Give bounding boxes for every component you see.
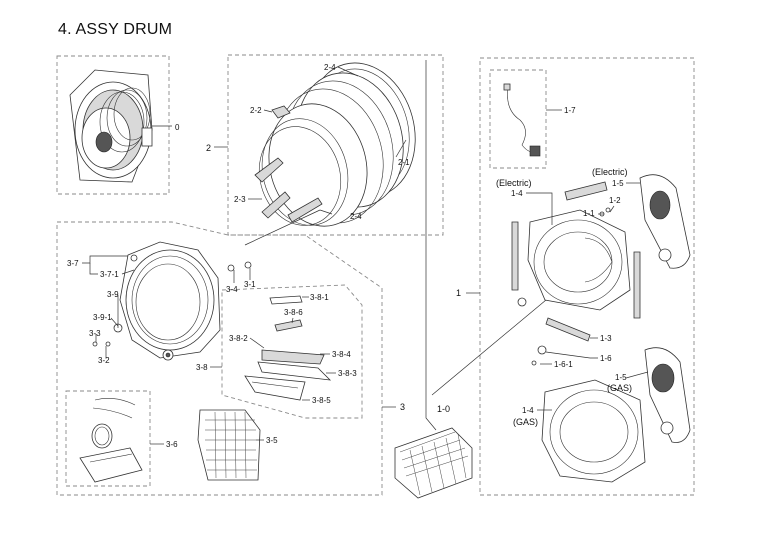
group-2-box [227, 54, 444, 236]
label-3-5: 3-5 [266, 436, 278, 445]
label-3-9: 3-9 [107, 290, 119, 299]
label-3-8-1: 3-8-1 [310, 293, 329, 302]
group-1-7-box [489, 69, 547, 169]
label-1-5-electric: 1-5 [612, 179, 624, 188]
lint-filter-part-1-0 [394, 427, 473, 499]
label-electric-right: (Electric) [592, 167, 628, 177]
front-panel-group-3 [79, 241, 332, 483]
assembly-0-box [56, 55, 170, 195]
label-1-6: 1-6 [600, 354, 612, 363]
group-1-box [479, 57, 695, 496]
group-3-8-box [221, 284, 363, 419]
label-gas-right: (GAS) [607, 383, 632, 393]
group-3-6-box [65, 390, 151, 487]
label-3-8-2: 3-8-2 [229, 334, 248, 343]
label-gas-left: (GAS) [513, 417, 538, 427]
label-1-5-gas: 1-5 [615, 373, 627, 382]
label-1-6-1: 1-6-1 [554, 360, 573, 369]
label-1-7: 1-7 [564, 106, 576, 115]
group-3-box [56, 221, 383, 496]
label-2: 2 [206, 143, 211, 153]
leader-lines [82, 60, 649, 445]
drum-rings-group-2 [254, 62, 416, 227]
label-0: 0 [175, 123, 180, 132]
label-2-4-top: 2-4 [324, 63, 336, 72]
label-electric-left: (Electric) [496, 178, 532, 188]
label-3-6: 3-6 [166, 440, 178, 449]
label-1-4-gas: 1-4 [522, 406, 534, 415]
label-3-7-1: 3-7-1 [100, 270, 119, 279]
label-1-4-electric: 1-4 [511, 189, 523, 198]
label-3-8-3: 3-8-3 [338, 369, 357, 378]
group-boxes [56, 54, 695, 496]
label-1-2: 1-2 [609, 196, 621, 205]
label-3-9-1: 3-9-1 [93, 313, 112, 322]
label-3-8: 3-8 [196, 363, 208, 372]
label-3-1: 3-1 [244, 280, 256, 289]
label-2-3: 2-3 [234, 195, 246, 204]
label-3-8-5: 3-8-5 [312, 396, 331, 405]
label-1-3: 1-3 [600, 334, 612, 343]
label-3-7: 3-7 [67, 259, 79, 268]
label-3-4: 3-4 [226, 285, 238, 294]
page-title: 4. ASSY DRUM [58, 21, 173, 38]
label-2-1: 2-1 [398, 158, 410, 167]
label-2-4-bottom: 2-4 [350, 212, 362, 221]
part-labels: 0 2 2-4 2-2 2-1 2-3 2-4 3-7 3-7-1 3-4 3-… [67, 63, 632, 449]
label-3-3: 3-3 [89, 329, 101, 338]
label-2-2: 2-2 [250, 106, 262, 115]
label-3-8-6: 3-8-6 [284, 308, 303, 317]
label-1: 1 [456, 288, 461, 298]
label-3: 3 [400, 402, 405, 412]
assembled-drum-part-0 [69, 69, 153, 183]
label-1-1: 1-1 [583, 209, 595, 218]
rear-panel-group-1 [503, 83, 691, 483]
label-3-8-4: 3-8-4 [332, 350, 351, 359]
label-1-0: 1-0 [437, 404, 450, 414]
label-3-2: 3-2 [98, 356, 110, 365]
